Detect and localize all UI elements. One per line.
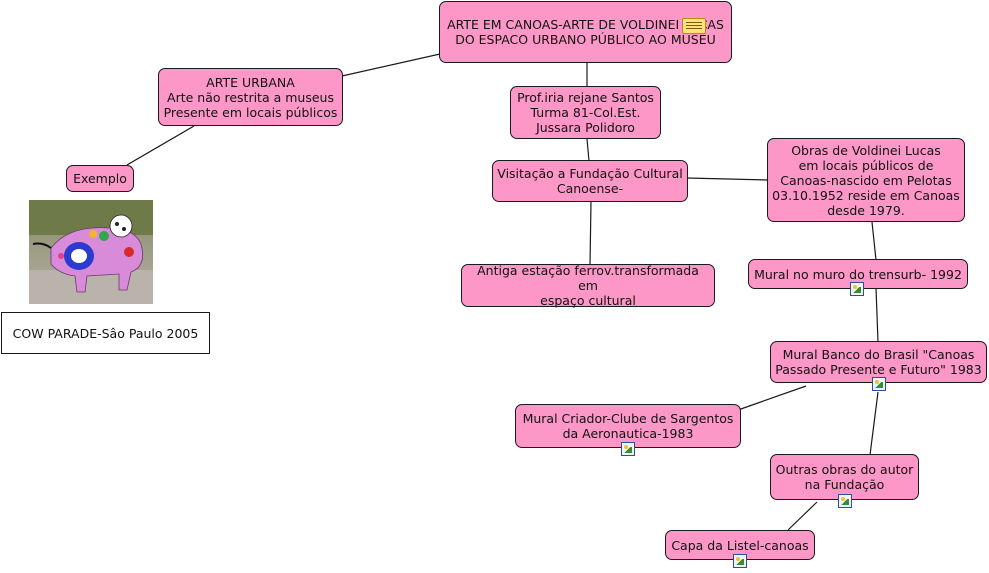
visitacao-node[interactable]: Visitação a Fundação Cultural Canoense- <box>492 160 688 202</box>
connector-prof-visit <box>586 138 590 162</box>
image-attachment-icon[interactable] <box>733 554 747 568</box>
image-attachment-icon[interactable] <box>850 282 864 296</box>
connector-banco-criador <box>737 385 807 411</box>
connector-visit-obras <box>686 177 768 181</box>
cow-caption-box[interactable]: COW PARADE-Sâo Paulo 2005 <box>1 312 210 354</box>
connector-visit-antiga <box>589 201 592 266</box>
antiga-estacao-node[interactable]: Antiga estação ferrov.transformada em es… <box>461 263 715 308</box>
prof-node[interactable]: Prof.iria rejane Santos Turma 81-Col.Est… <box>510 86 661 139</box>
connector-trensurb-banco <box>875 287 879 343</box>
connector-title-arte <box>341 53 441 77</box>
connector-arte-exemplo <box>126 125 195 166</box>
mural-criador-node[interactable]: Mural Criador-Clube de Sargentos da Aero… <box>515 404 741 448</box>
image-attachment-icon[interactable] <box>872 377 886 391</box>
cow-parade-photo <box>29 200 153 304</box>
exemplo-node[interactable]: Exemplo <box>66 165 134 192</box>
arte-urbana-node[interactable]: ARTE URBANA Arte não restrita a museus P… <box>158 68 343 126</box>
connector-banco-outras <box>869 391 879 456</box>
image-attachment-icon[interactable] <box>621 442 635 456</box>
outras-obras-node[interactable]: Outras obras do autor na Fundação <box>770 454 919 500</box>
obras-node[interactable]: Obras de Voldinei Lucas em locais públic… <box>767 138 965 222</box>
connector-outras-capa <box>787 501 818 531</box>
note-icon[interactable] <box>682 18 706 34</box>
connector-obras-trensurb <box>871 221 877 261</box>
image-attachment-icon[interactable] <box>838 494 852 508</box>
